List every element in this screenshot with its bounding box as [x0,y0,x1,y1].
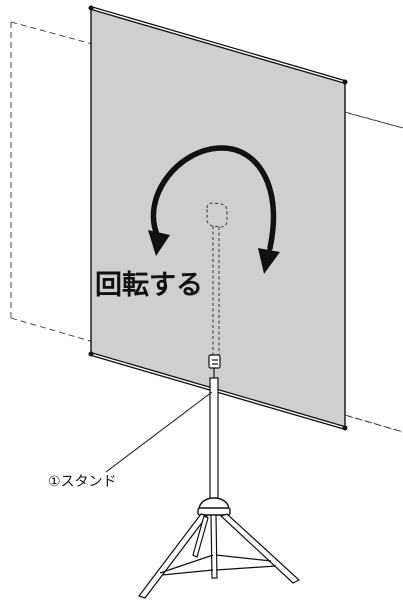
rotated-position-outline-front [344,111,403,433]
rotate-label: 回転する [95,270,203,301]
curved-double-arrow-icon [148,145,280,274]
stand-leader-line [105,391,213,473]
tripod-legs [138,513,301,599]
stand-pole [209,377,219,499]
hidden-mount [206,202,228,357]
stand-label: ①スタンド [48,474,117,490]
stand-hub [197,497,231,516]
top-roller-bar [88,5,348,85]
clip-icon [208,354,221,378]
